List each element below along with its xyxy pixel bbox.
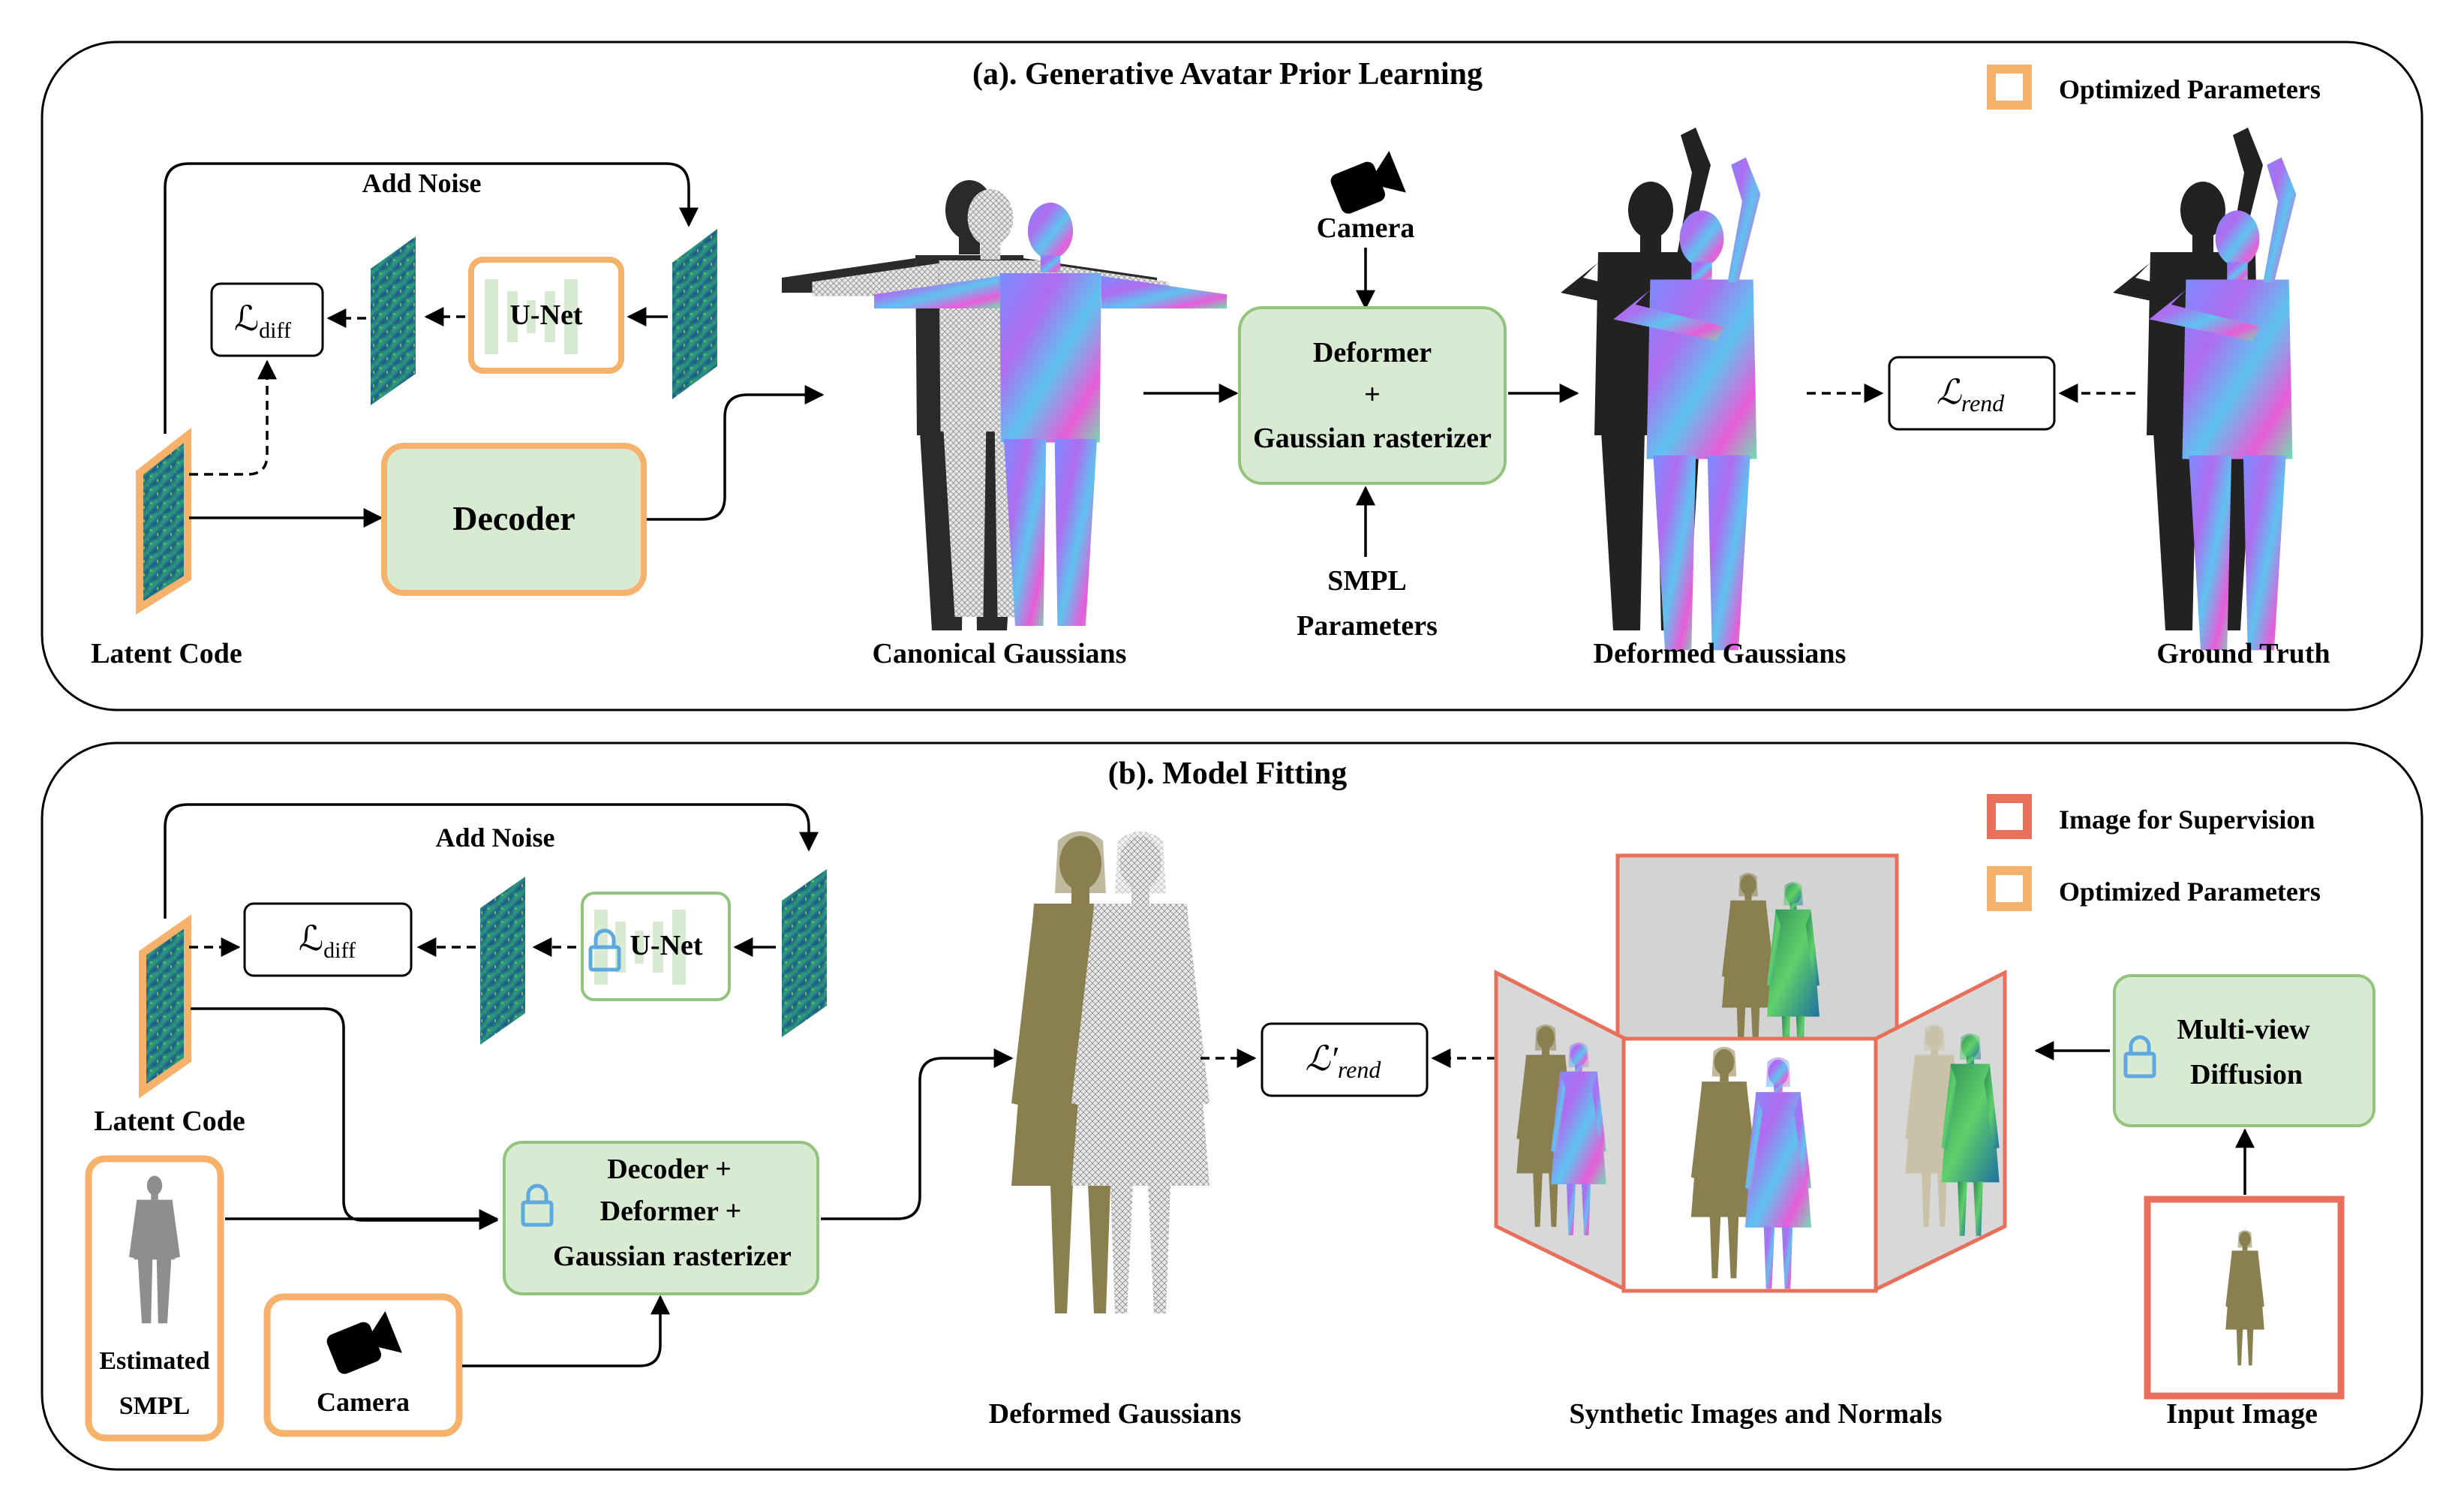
predicted-feature-a <box>371 236 416 405</box>
deformer-a-box <box>1238 306 1507 485</box>
legend-optimized-label: Optimized Parameters <box>2059 74 2321 104</box>
canonical-gaussians-figure <box>782 180 1227 630</box>
loss-diff-a-box <box>210 282 324 357</box>
deformed-gaussians-b-figure <box>1011 831 1209 1313</box>
camera-icon <box>1327 150 1406 218</box>
loss-rend-prime: ℒ′rend <box>1306 1039 1382 1083</box>
decoder-a-label: Decoder <box>452 499 575 537</box>
synthetic-images-label: Synthetic Images and Normals <box>1569 1398 1942 1430</box>
noisy-feature-a <box>672 229 717 399</box>
smpl-a-line2: Parameters <box>1297 610 1438 642</box>
camera-b-label: Camera <box>317 1387 410 1417</box>
legend-optimized-swatch-b <box>1987 866 2032 911</box>
loss-rend: ℒrend <box>1937 373 2006 417</box>
section-a-title: (a). Generative Avatar Prior Learning <box>972 57 1483 92</box>
legend-optimized-label-b: Optimized Parameters <box>2059 877 2321 907</box>
add-noise-arrow-a <box>164 162 699 434</box>
arrow-decoder-to-canonical <box>647 385 825 521</box>
add-noise-label-b: Add Noise <box>435 823 554 853</box>
unet-a-bars <box>485 279 578 354</box>
add-noise-label-a: Add Noise <box>362 168 481 198</box>
estimated-smpl-box <box>85 1155 224 1442</box>
arrow-decoder-to-deformed-b <box>821 1048 1014 1220</box>
legend-supervision-swatch <box>1987 794 2032 839</box>
section-b-title: (b). Model Fitting <box>1108 757 1347 791</box>
deformed-gaussians-a-label: Deformed Gaussians <box>1594 638 1846 669</box>
smpl-a-line1: SMPL <box>1327 565 1407 597</box>
camera-a-label: Camera <box>1317 212 1415 244</box>
loss-diff-b-box <box>243 902 413 977</box>
latent-code-a-label: Latent Code <box>91 638 242 669</box>
latent-code-a <box>136 427 191 615</box>
decoder-a-box <box>381 443 647 596</box>
deformed-gaussians-a-figure <box>1561 128 1761 651</box>
unet-b-label: U-Net <box>630 930 702 961</box>
deformer-a-line2: + <box>1364 379 1381 411</box>
unet-a-label: U-Net <box>509 299 582 331</box>
synthetic-images <box>1494 853 2007 1293</box>
latent-code-b-label: Latent Code <box>94 1105 245 1137</box>
arrow-camera-to-decoder-b <box>462 1295 670 1367</box>
deformer-a-line3: Gaussian rasterizer <box>1253 423 1492 454</box>
estimated-smpl-line2: SMPL <box>119 1392 190 1420</box>
section-b-frame <box>41 741 2423 1471</box>
estimated-smpl-line1: Estimated <box>99 1347 209 1375</box>
decoder-b-box <box>503 1141 819 1295</box>
loss-diff-a: ℒdiff <box>234 299 291 343</box>
deformer-a-line1: Deformer <box>1313 337 1432 368</box>
add-noise-arrow-b <box>164 803 819 919</box>
arrow-latent-to-loss-a <box>189 359 277 476</box>
loss-rend-box <box>1888 356 2056 431</box>
input-image-label: Input Image <box>2166 1398 2318 1430</box>
noisy-feature-b <box>782 869 827 1037</box>
decoder-b-line3: Gaussian rasterizer <box>553 1241 792 1272</box>
multiview-line1: Multi-view <box>2177 1014 2310 1045</box>
loss-rend-prime-box <box>1261 1022 1429 1097</box>
legend-supervision-label: Image for Supervision <box>2059 805 2315 835</box>
multiview-line2: Diffusion <box>2190 1059 2303 1090</box>
canonical-gaussians-label: Canonical Gaussians <box>873 638 1127 669</box>
deformed-gaussians-b-label: Deformed Gaussians <box>989 1398 1242 1430</box>
loss-diff-b: ℒdiff <box>299 919 356 963</box>
ground-truth-figure <box>2113 128 2297 651</box>
decoder-b-line2: Deformer + <box>600 1196 742 1227</box>
legend-optimized-swatch <box>1987 65 2032 110</box>
predicted-feature-b <box>480 877 525 1045</box>
multiview-diffusion-box <box>2113 974 2375 1127</box>
ground-truth-label: Ground Truth <box>2156 638 2330 669</box>
decoder-b-line1: Decoder + <box>607 1154 732 1185</box>
latent-code-b <box>139 914 191 1099</box>
section-a-frame <box>41 41 2423 711</box>
